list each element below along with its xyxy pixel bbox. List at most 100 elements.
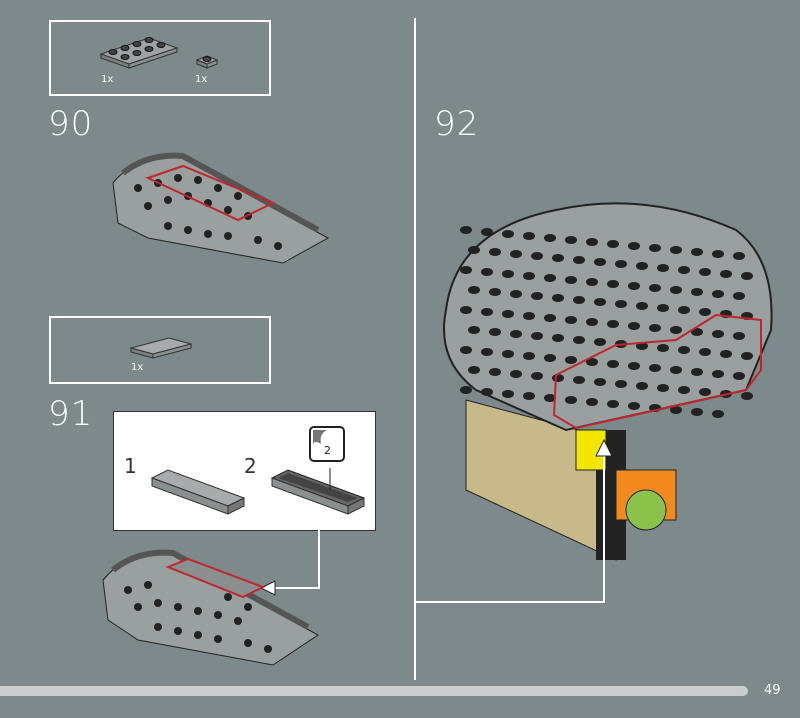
parts-callout-step-90: 1x 1x	[49, 20, 271, 96]
sub-step-number: 1	[124, 454, 137, 478]
stud	[712, 330, 724, 338]
stud	[699, 388, 711, 396]
stud	[594, 378, 606, 386]
stud	[691, 288, 703, 296]
step-number: 90	[48, 104, 94, 144]
parts-callout-step-91: 1x	[49, 316, 271, 384]
stud	[628, 242, 640, 250]
stud	[544, 354, 556, 362]
stud	[552, 294, 564, 302]
stud	[649, 324, 661, 332]
stud	[481, 348, 493, 356]
stud	[552, 374, 564, 382]
stud	[691, 328, 703, 336]
stud	[615, 260, 627, 268]
stud	[699, 348, 711, 356]
stud	[489, 288, 501, 296]
stud	[733, 372, 745, 380]
stud	[699, 268, 711, 276]
stud	[489, 328, 501, 336]
part-quantity: 1x	[195, 74, 208, 85]
stud	[502, 270, 514, 278]
plate-1x1-icon	[195, 55, 219, 69]
stud	[523, 272, 535, 280]
stud	[712, 370, 724, 378]
stud	[733, 332, 745, 340]
stud	[565, 356, 577, 364]
stud	[670, 366, 682, 374]
stud	[720, 350, 732, 358]
part-quantity: 1x	[101, 74, 114, 85]
stud	[628, 322, 640, 330]
step-90-model	[112, 152, 330, 264]
stud	[586, 398, 598, 406]
stud	[481, 388, 493, 396]
stud	[502, 350, 514, 358]
stud	[720, 270, 732, 278]
stud	[544, 234, 556, 242]
stud	[712, 250, 724, 258]
stud	[733, 292, 745, 300]
stud	[531, 252, 543, 260]
stud	[741, 392, 753, 400]
stud	[573, 256, 585, 264]
stud	[544, 314, 556, 322]
stud	[481, 228, 493, 236]
stud	[712, 410, 724, 418]
stud	[670, 286, 682, 294]
stud	[502, 390, 514, 398]
stud	[460, 386, 472, 394]
stud	[544, 274, 556, 282]
stud	[468, 246, 480, 254]
stud	[657, 384, 669, 392]
stud	[531, 332, 543, 340]
stud	[565, 316, 577, 324]
stud	[468, 366, 480, 374]
stud	[552, 254, 564, 262]
stud	[510, 290, 522, 298]
stud	[510, 370, 522, 378]
stud	[678, 266, 690, 274]
stud	[586, 318, 598, 326]
stud	[523, 312, 535, 320]
stud	[607, 320, 619, 328]
stud	[460, 226, 472, 234]
step-number: 91	[48, 394, 94, 434]
stud	[649, 364, 661, 372]
stud	[544, 394, 556, 402]
stud	[628, 362, 640, 370]
stud	[573, 376, 585, 384]
stud	[607, 280, 619, 288]
stud	[636, 262, 648, 270]
stud	[460, 346, 472, 354]
stud	[712, 290, 724, 298]
stud	[678, 386, 690, 394]
column-divider	[414, 18, 416, 680]
stud	[565, 396, 577, 404]
stud	[531, 292, 543, 300]
stud	[468, 326, 480, 334]
part-quantity: 1x	[131, 362, 144, 373]
stud	[628, 402, 640, 410]
stud	[573, 296, 585, 304]
plate-2x4-icon	[99, 37, 179, 69]
stud	[670, 406, 682, 414]
stud	[733, 252, 745, 260]
stud	[489, 368, 501, 376]
sticker-peel-icon	[313, 430, 327, 444]
stud	[481, 268, 493, 276]
stud	[607, 360, 619, 368]
tile-icon	[150, 469, 246, 515]
stud	[531, 372, 543, 380]
stud	[607, 240, 619, 248]
stud	[594, 258, 606, 266]
stud	[523, 392, 535, 400]
stud	[502, 230, 514, 238]
step-91-model	[102, 549, 319, 666]
page-footer-bar	[0, 686, 748, 696]
stud	[678, 306, 690, 314]
stud	[586, 278, 598, 286]
sticker-callout: 2	[309, 426, 345, 462]
stud	[691, 368, 703, 376]
stud	[586, 358, 598, 366]
